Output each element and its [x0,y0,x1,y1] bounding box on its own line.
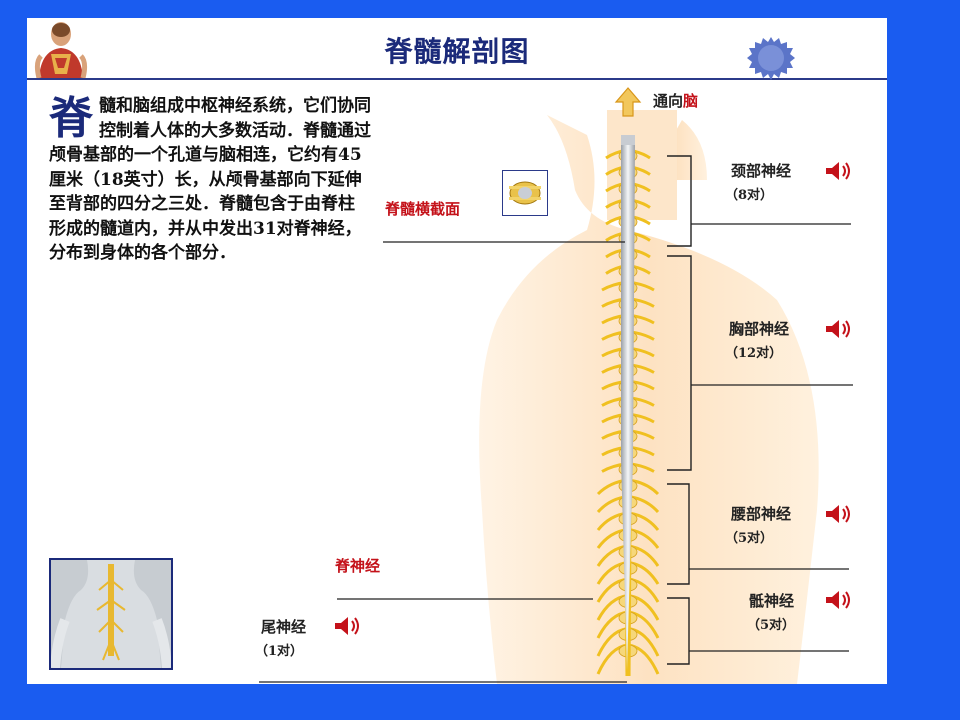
up-arrow-icon [614,87,642,117]
thoracic-nerves-label: 胸部神经 [729,320,790,338]
speaker-icon[interactable] [824,318,852,340]
seal-badge-icon [747,37,795,80]
cross-section-label: 脊髓横截面 [385,200,461,218]
main-panel: 脊髓解剖图 脊 髓和脑组成中枢神经系统，它们协同控制着人体的大多数活动．脊髓通过… [27,18,887,684]
lumbar-nerves-count: （5对） [725,531,774,546]
group-brackets [667,155,692,665]
intro-text: 髓和脑组成中枢神经系统，它们协同控制着人体的大多数活动．脊髓通过颅骨基部的一个孔… [49,96,371,263]
leader-lines [259,223,853,683]
sacral-nerves-label: 骶神经 [749,592,795,610]
speaker-icon[interactable] [333,615,361,637]
drop-cap: 脊 [49,93,93,144]
speaker-icon[interactable] [824,589,852,611]
cross-section-thumbnail[interactable] [502,170,548,216]
cervical-nerves-count: （8对） [725,188,774,203]
thoracic-nerves-count: （12对） [725,346,783,361]
to-brain-label: 通向脑 [653,92,699,110]
coccygeal-nerve-label: 尾神经 [261,618,307,636]
torso-silhouette [479,115,819,684]
intro-paragraph: 脊 髓和脑组成中枢神经系统，它们协同控制着人体的大多数活动．脊髓通过颅骨基部的一… [49,94,371,266]
page-title: 脊髓解剖图 [384,35,530,68]
speaker-icon[interactable] [824,503,852,525]
spine-illustration [259,87,853,684]
back-thumbnail[interactable] [49,558,173,670]
cervical-nerves-label: 颈部神经 [731,162,792,180]
anatomy-logo-icon [34,22,88,78]
lumbar-nerves-label: 腰部神经 [731,505,792,523]
speaker-icon[interactable] [824,160,852,182]
header-bar: 脊髓解剖图 [27,18,887,80]
spinal-nerve-label: 脊神经 [335,557,381,575]
spinal-cord [621,140,635,670]
sacral-nerves-count: （5对） [747,618,796,633]
coccygeal-nerve-count: （1对） [255,644,304,659]
